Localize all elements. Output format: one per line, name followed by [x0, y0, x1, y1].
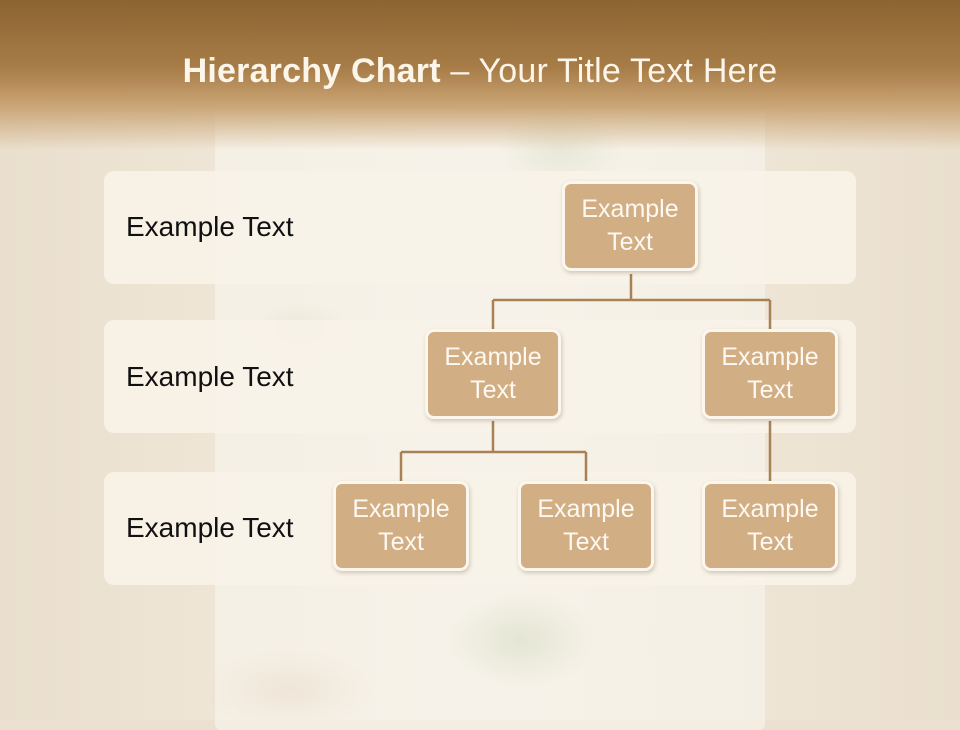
- node-root-text: Example Text: [581, 195, 679, 256]
- node-level2-right[interactable]: Example Text: [702, 329, 838, 419]
- node-level2-left-text: Example Text: [444, 343, 542, 404]
- node-level3-b-text: Example Text: [537, 495, 635, 556]
- slide-title-bold: Hierarchy Chart: [182, 52, 441, 90]
- level-label-1: Example Text: [126, 211, 294, 242]
- node-level3-a[interactable]: Example Text: [333, 481, 469, 571]
- slide-title-rest: – Your Title Text Here: [440, 52, 778, 90]
- level-band-1: [104, 171, 856, 284]
- node-level3-c[interactable]: Example Text: [702, 481, 838, 571]
- node-level3-c-text: Example Text: [721, 495, 819, 556]
- node-level2-right-text: Example Text: [721, 343, 819, 404]
- node-level2-left[interactable]: Example Text: [425, 329, 561, 419]
- title-bar: [0, 0, 960, 150]
- node-level3-a-text: Example Text: [352, 495, 450, 556]
- level-label-2: Example Text: [126, 361, 294, 392]
- connector-root-to-level2: [491, 274, 772, 330]
- node-root[interactable]: Example Text: [562, 181, 698, 271]
- connector-left-to-level3: [399, 421, 588, 482]
- level-label-3: Example Text: [126, 512, 294, 543]
- node-level3-b[interactable]: Example Text: [518, 481, 654, 571]
- slide-title: Hierarchy Chart – Your Title Text Here: [0, 52, 960, 91]
